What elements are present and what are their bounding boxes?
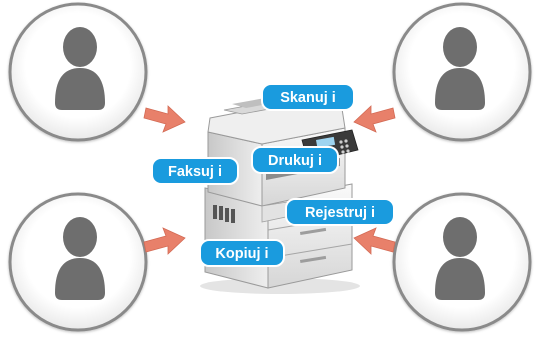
user-bottom-right [392, 192, 532, 332]
label-copy: Kopiuj i [199, 239, 285, 267]
label-fax: Faksuj i [151, 157, 239, 185]
label-scan-text: Skanuj i [280, 90, 336, 106]
person-icon [435, 217, 485, 300]
user-top-left [8, 2, 148, 142]
user-bottom-left [8, 192, 148, 332]
arrow-icon-bottom-left [143, 227, 186, 255]
person-icon [435, 27, 485, 110]
label-scan: Skanuj i [261, 83, 355, 111]
label-print: Drukuj i [251, 146, 339, 174]
arrow-icon-top-left [143, 105, 186, 133]
label-copy-text: Kopiuj i [215, 246, 268, 262]
label-print-text: Drukuj i [268, 153, 322, 169]
label-fax-text: Faksuj i [168, 164, 222, 180]
arrow-icon-top-right [353, 105, 396, 133]
user-top-right [392, 2, 532, 142]
person-icon [55, 27, 105, 110]
label-register-text: Rejestruj i [305, 205, 375, 221]
label-register: Rejestruj i [285, 198, 395, 226]
arrow-icon-bottom-right [353, 227, 396, 255]
person-icon [55, 217, 105, 300]
